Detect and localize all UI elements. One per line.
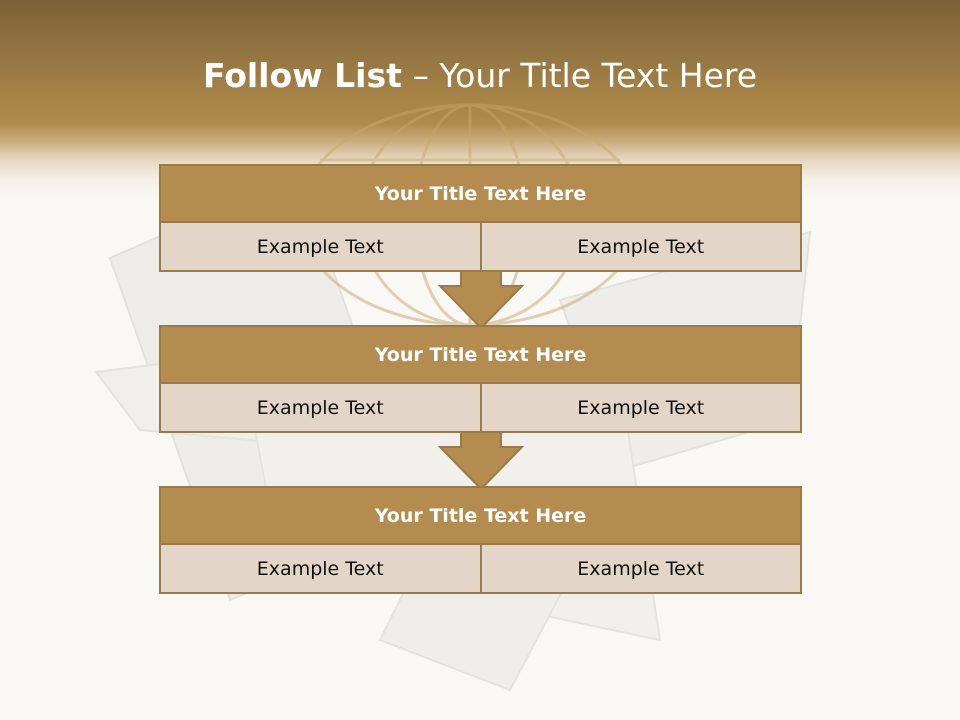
- flow-step-title: Your Title Text Here: [161, 166, 800, 223]
- flow-step-1: Your Title Text Here Example Text Exampl…: [159, 164, 802, 272]
- down-arrow-icon: [438, 270, 524, 330]
- flow-step-cell-left: Example Text: [256, 396, 384, 419]
- flow-step-3: Your Title Text Here Example Text Exampl…: [159, 486, 802, 594]
- flow-step-cell-right: Example Text: [479, 223, 801, 270]
- flow-step-cell-right: Example Text: [479, 384, 801, 431]
- slide-title: Follow List – Your Title Text Here: [0, 56, 960, 95]
- flow-step-title: Your Title Text Here: [161, 488, 800, 545]
- slide-title-bold: Follow List: [202, 56, 402, 95]
- slide-title-rest: – Your Title Text Here: [401, 56, 758, 95]
- flow-step-title: Your Title Text Here: [161, 327, 800, 384]
- down-arrow-icon: [438, 431, 524, 491]
- flow-step-cells: Example Text Example Text: [161, 223, 800, 270]
- flow-step-2: Your Title Text Here Example Text Exampl…: [159, 325, 802, 433]
- flow-step-cells: Example Text Example Text: [161, 384, 800, 431]
- flow-step-cell-left: Example Text: [256, 235, 384, 258]
- flow-step-cell-left: Example Text: [256, 557, 384, 580]
- flow-step-cells: Example Text Example Text: [161, 545, 800, 592]
- flow-step-cell-right: Example Text: [479, 545, 801, 592]
